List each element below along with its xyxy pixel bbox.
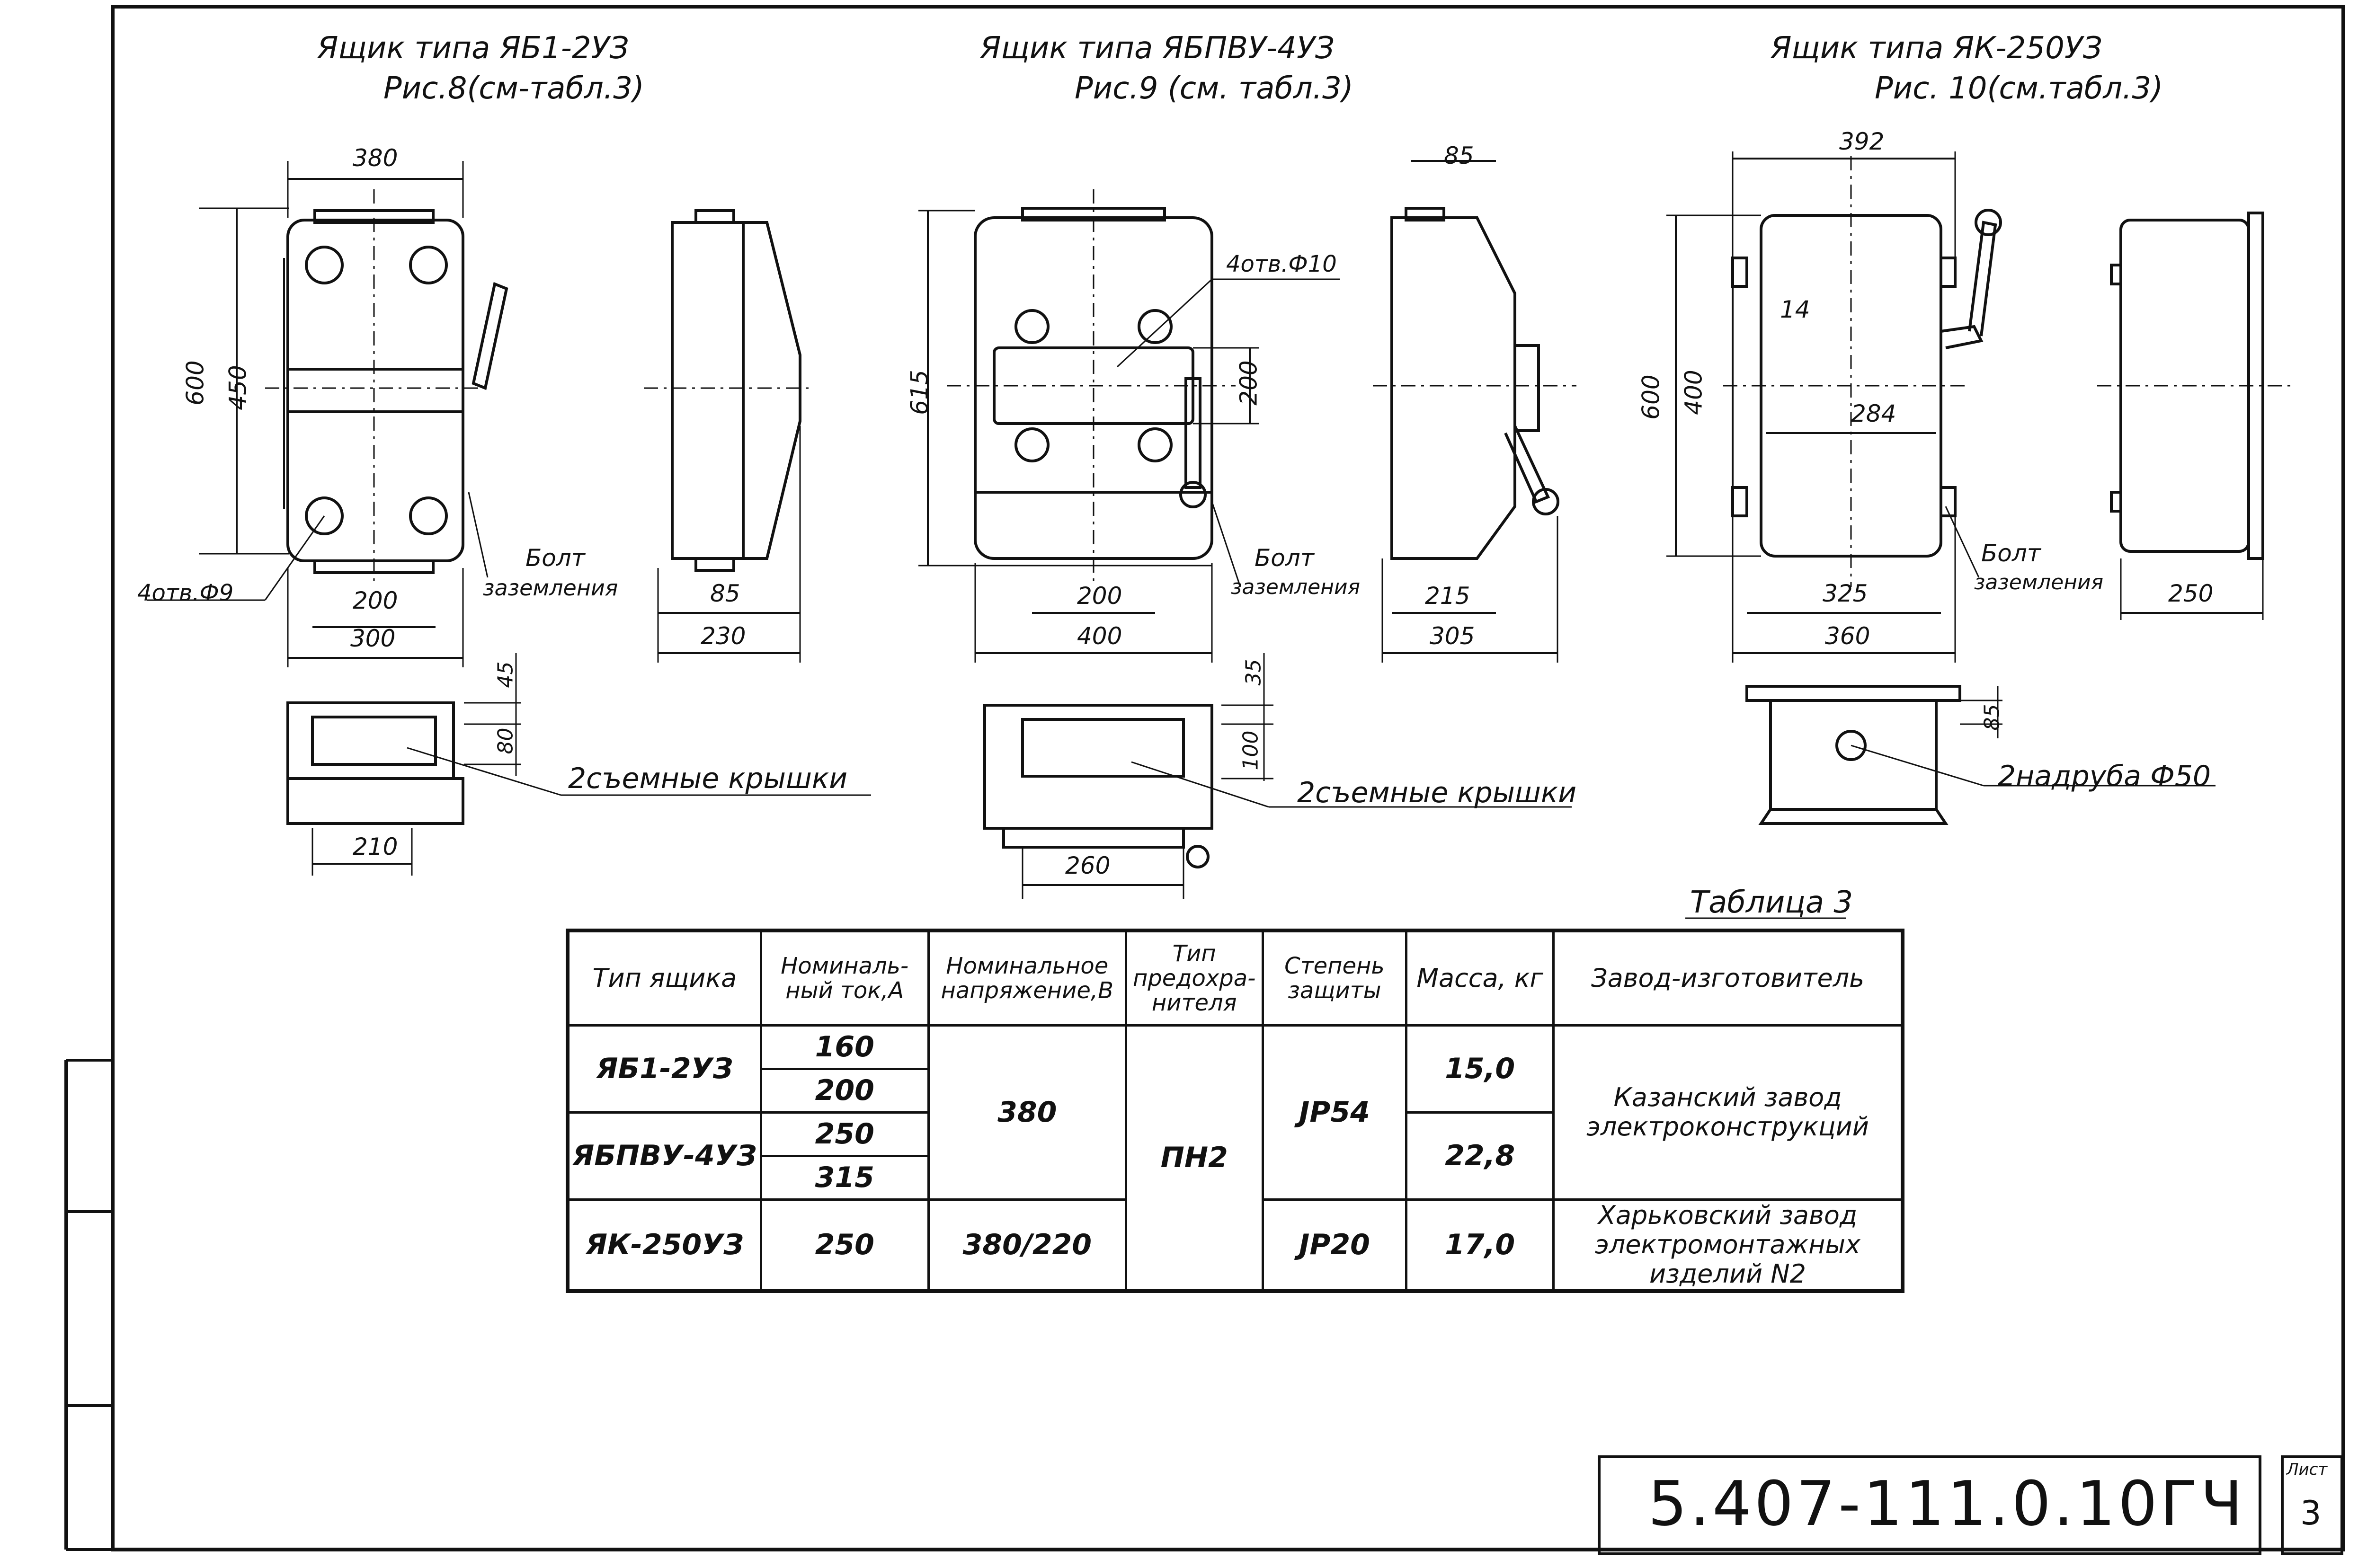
yab-front-view [147, 161, 508, 667]
table-row: ЯБ1-2УЗ 160 380 ПН2 JP54 15,0 Казанский … [566, 1024, 1904, 1293]
mass-cell: 22,8 [1405, 1111, 1555, 1201]
bolt-label: Болт [525, 544, 585, 572]
type-cell: ЯК-250УЗ [566, 1198, 762, 1293]
table-row: 315 [568, 1154, 1903, 1201]
current-cell: 160 [759, 1024, 930, 1070]
covers-label: 2съемные крышки [568, 762, 848, 795]
table-row: ЯБПВУ-4УЗ 250 22,8 [566, 1111, 1903, 1201]
protection-cell: JP54 [1261, 1024, 1408, 1201]
header-cell: Масса, кг [1405, 929, 1555, 1027]
sheet-frame [111, 5, 2345, 1551]
yab-bottom-view [286, 653, 871, 876]
header-cell: Тип ящика [566, 929, 762, 1027]
dim-label: 615 [906, 370, 934, 415]
yak-front-view [1666, 151, 2002, 663]
dim-label: 250 [2168, 580, 2214, 607]
dim-label: 200 [1235, 360, 1263, 406]
yak-bottom-view [1745, 685, 2216, 825]
dim-label: 230 [701, 622, 746, 650]
ground-label: заземления [1974, 570, 2104, 594]
header-cell: Завод-изготовитель [1552, 929, 1904, 1027]
dim-label: 392 [1839, 128, 1885, 155]
voltage-cell: 380 [927, 1024, 1127, 1201]
yabpvu-subtitle: Рис.9 (см. табл.3) [1075, 71, 1353, 106]
dim-label: 284 [1851, 400, 1896, 427]
yabpvu-front-view [918, 189, 1340, 663]
dim-label: 210 [353, 833, 398, 860]
dim-label: 300 [350, 625, 396, 652]
dim-label: 85 [1980, 704, 2004, 731]
table-row: ЯК-250УЗ 250 380/220 JP20 17,0 Харьковск… [566, 1198, 1904, 1293]
yak-title: Ящик типа ЯК-250УЗ [1771, 31, 2102, 66]
yab-side-view [644, 209, 814, 663]
dim-label: 600 [1637, 374, 1665, 420]
dim-label: 260 [1065, 852, 1111, 879]
dim-label: 215 [1425, 582, 1470, 610]
type-cell: ЯБПВУ-4УЗ [566, 1111, 762, 1201]
yabpvu-side-view [1373, 160, 1576, 663]
stamp-code-box: 5.407-111.0.10ГЧ [1598, 1455, 2261, 1555]
maker-cell: Казанский завод электроконструкций [1552, 1024, 1904, 1201]
dim-label: 325 [1823, 580, 1868, 607]
protection-cell: JP20 [1261, 1198, 1408, 1293]
yak-subtitle: Рис. 10(см.табл.3) [1875, 71, 2163, 106]
header-cell: Номинальное напряжение,В [927, 929, 1127, 1027]
yak-side-view [2097, 212, 2291, 620]
ground-label: заземления [483, 575, 618, 601]
current-cell: 200 [759, 1067, 930, 1114]
dim-label: 600 [181, 360, 209, 406]
header-cell: Степень защиты [1261, 929, 1408, 1027]
stamp-sheet-box: Лист 3 [2281, 1455, 2343, 1555]
mass-cell: 15,0 [1405, 1024, 1555, 1114]
holes-label: 4отв.Ф10 [1226, 251, 1337, 277]
table-caption: Таблица 3 [1690, 885, 1853, 920]
dim-label: 400 [1077, 622, 1122, 650]
dim-label: 450 [224, 365, 252, 410]
yab-subtitle: Рис.8(см-табл.3) [383, 71, 644, 106]
dim-label: 45 [493, 661, 518, 688]
dim-label: 85 [1444, 142, 1474, 169]
current-cell: 250 [759, 1198, 930, 1293]
voltage-cell: 380/220 [927, 1198, 1127, 1293]
table-row: 200 [568, 1067, 1903, 1114]
covers-label: 2съемные крышки [1297, 776, 1577, 809]
bolt-label: Болт [1255, 544, 1314, 572]
header-cell: Тип предохра-нителя [1124, 929, 1264, 1027]
mass-cell: 17,0 [1405, 1198, 1555, 1293]
yabpvu-title: Ящик типа ЯБПВУ-4УЗ [980, 31, 1335, 66]
current-cell: 315 [759, 1154, 930, 1201]
dim-label: 35 [1241, 659, 1266, 686]
yabpvu-bottom-view [983, 653, 1572, 899]
dim-label: 200 [1077, 582, 1122, 610]
dim-label: 305 [1430, 622, 1475, 650]
maker-cell: Харьковский завод электромонтажных издел… [1552, 1198, 1904, 1293]
fuse-cell: ПН2 [1124, 1024, 1264, 1293]
type-cell: ЯБ1-2УЗ [566, 1024, 762, 1114]
holes-label: 4отв.Ф9 [137, 580, 234, 606]
spec-table: Тип ящика Номиналь-ный ток,А Номинальное… [566, 929, 1904, 1293]
document-code: 5.407-111.0.10ГЧ [1648, 1468, 2246, 1540]
dim-label: 80 [493, 727, 518, 754]
dim-label: 14 [1780, 296, 1810, 323]
current-cell: 250 [759, 1111, 930, 1157]
yab-title: Ящик типа ЯБ1-2УЗ [317, 31, 629, 66]
bolt-label: Болт [1981, 540, 2041, 567]
sheet-label: Лист [2287, 1460, 2328, 1479]
sheet-number: 3 [2300, 1494, 2322, 1533]
dim-label: 360 [1825, 622, 1870, 650]
dim-label: 85 [710, 580, 740, 607]
dim-label: 100 [1238, 730, 1263, 771]
dim-label: 380 [353, 144, 398, 172]
dim-label: 200 [353, 587, 398, 614]
dim-label: 400 [1680, 370, 1708, 415]
header-cell: Номиналь-ный ток,А [759, 929, 930, 1027]
table-header-row: Тип ящика Номиналь-ный ток,А Номинальное… [566, 929, 1904, 1027]
ground-label: заземления [1231, 575, 1361, 599]
pipes-label: 2надруба Ф50 [1998, 760, 2211, 793]
